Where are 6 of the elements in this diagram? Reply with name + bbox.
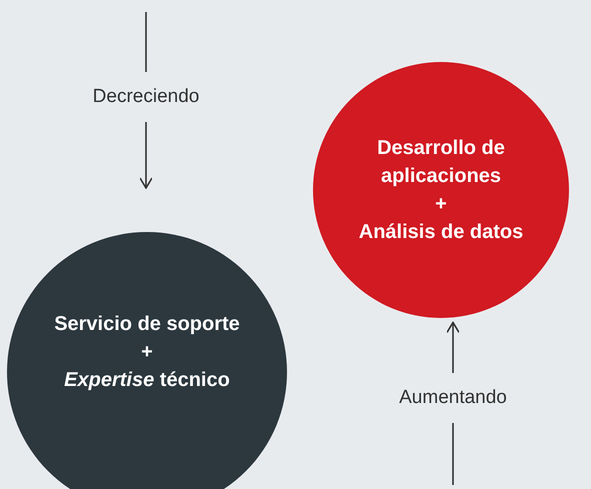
- node-text: Servicio de soporte: [54, 312, 240, 337]
- node-text: +: [141, 340, 153, 365]
- node-text: +: [435, 192, 447, 217]
- node-text: Análisis de datos: [358, 220, 524, 245]
- node-text: Expertise técnico: [64, 368, 230, 393]
- node-text: Desarrollo de aplicaciones: [376, 136, 506, 189]
